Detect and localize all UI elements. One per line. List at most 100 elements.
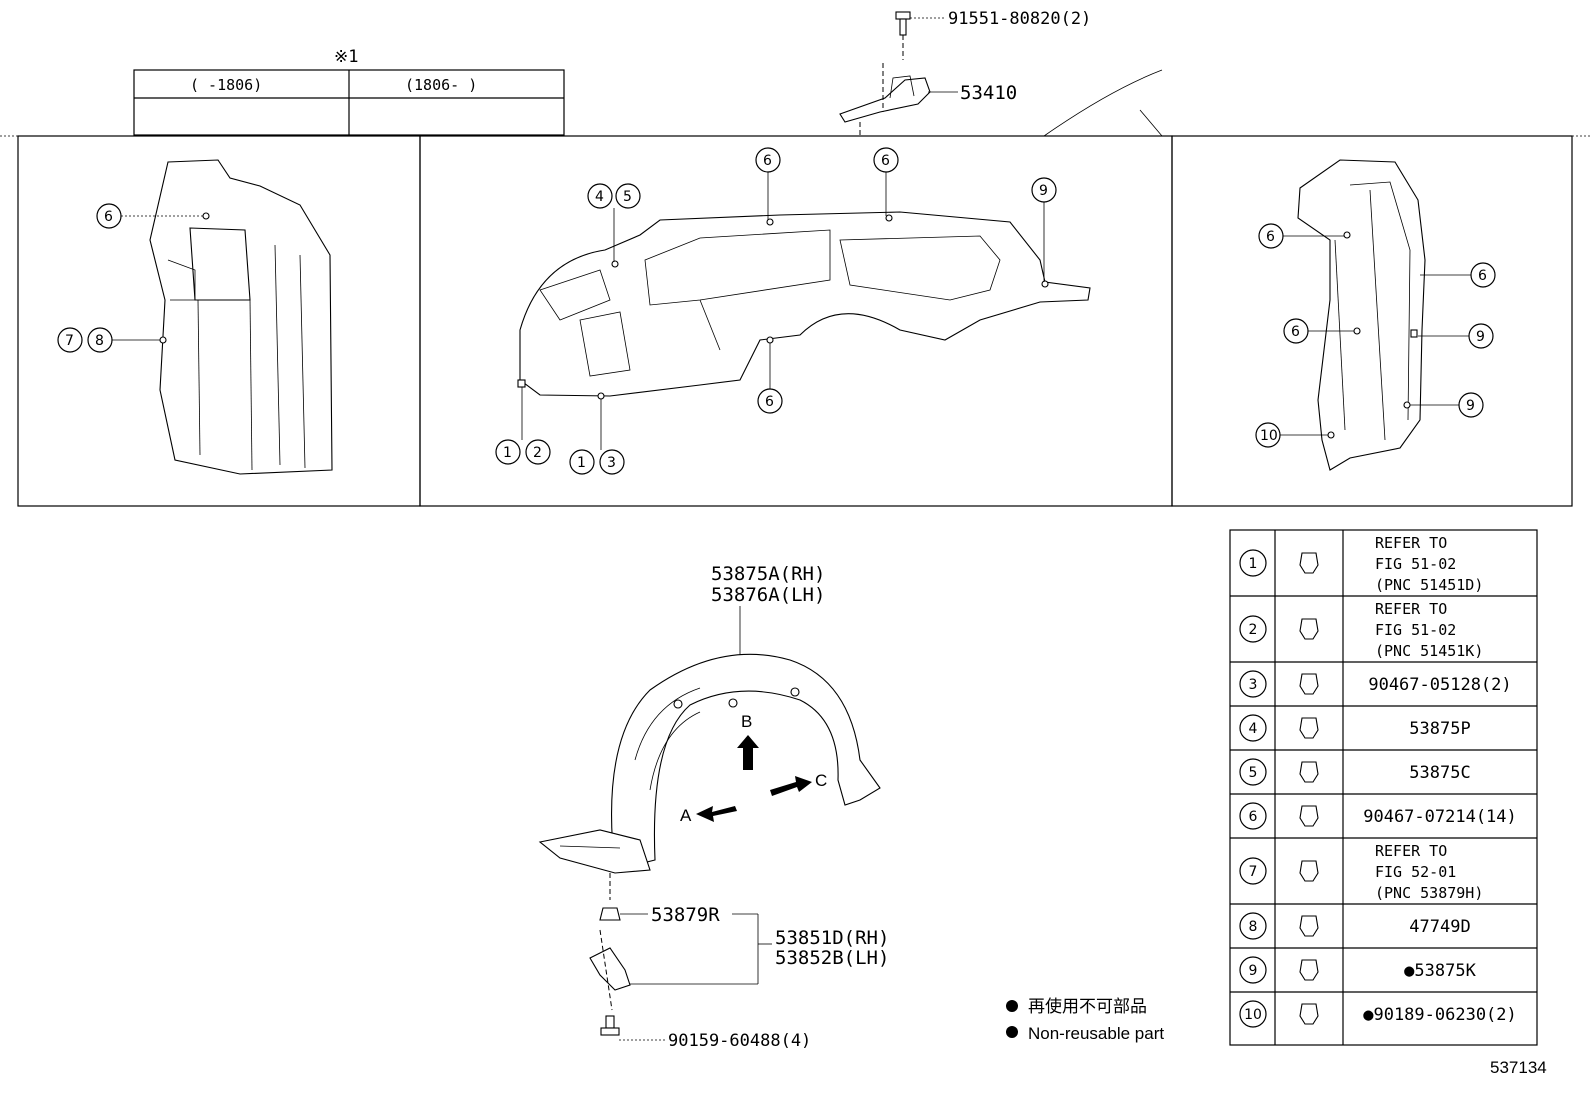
liner-rh-part-number: 53875A(RH)	[711, 563, 825, 585]
row-number: 8	[1249, 919, 1258, 935]
callouts-right-panel: 6 6 6 9 9 10	[1255, 223, 1496, 448]
svg-text:6: 6	[104, 209, 113, 225]
svg-text:9: 9	[1466, 398, 1475, 414]
liner-front-view-right	[1297, 159, 1426, 471]
fastener-icon	[1299, 1003, 1319, 1025]
row-part-text: 90467-07214(14)	[1363, 807, 1517, 827]
svg-text:1: 1	[503, 445, 512, 461]
svg-text:6: 6	[763, 153, 772, 169]
liner-lh-part-number: 53876A(LH)	[711, 584, 825, 606]
row-part-text: FIG 51-02	[1375, 555, 1456, 573]
svg-text:2: 2	[533, 445, 542, 461]
range-header-table: ※1 ( -1806) (1806- )	[133, 47, 565, 136]
fastener-icon	[1299, 618, 1319, 640]
row-number: 1	[1249, 556, 1258, 572]
row-part-text: 53875C	[1409, 763, 1470, 783]
row-number-circle	[1239, 956, 1267, 984]
direction-arrows: B C A	[680, 712, 827, 825]
screw-part-number: 90159-60488(4)	[668, 1031, 811, 1051]
svg-text:3: 3	[607, 455, 616, 471]
svg-text:6: 6	[1266, 229, 1275, 245]
table-row: 6 90467-07214(14)	[1230, 793, 1537, 830]
svg-text:6: 6	[765, 394, 774, 410]
table-row: 4 53875P	[1230, 705, 1537, 742]
row-number-circle	[1239, 912, 1267, 940]
bracket-rh-part-number: 53851D(RH)	[775, 927, 889, 949]
fastener-icon	[1299, 761, 1319, 783]
row-number-circle	[1239, 549, 1267, 577]
fender-liner-part-label: 53875A(RH) 53876A(LH)	[711, 563, 825, 655]
screw-90159: 90159-60488(4)	[600, 1015, 811, 1051]
fastener-icon	[1299, 552, 1319, 574]
view-panels	[17, 135, 1573, 507]
row-number: 6	[1249, 809, 1258, 825]
svg-text:6: 6	[881, 153, 890, 169]
bolt-91551: 91551-80820(2)	[895, 9, 1091, 60]
fastener-icon	[1299, 805, 1319, 827]
arrow-c-label: C	[815, 771, 827, 790]
row-part-text: (PNC 51451K)	[1375, 642, 1483, 660]
liner-side-view-left	[149, 159, 333, 475]
table-row: 10●90189-06230(2)	[1230, 991, 1537, 1028]
row-part-text: 47749D	[1409, 917, 1470, 937]
row-part-text: 53875P	[1409, 719, 1470, 739]
non-reusable-legend: 再使用不可部品 Non-reusable part	[1006, 996, 1164, 1043]
row-number-circle	[1239, 615, 1267, 643]
range-before-label: ( -1806)	[190, 76, 262, 94]
row-number-circle	[1239, 802, 1267, 830]
fastener-icon	[1299, 717, 1319, 739]
fastener-icon	[1299, 673, 1319, 695]
bolt-part-number: 91551-80820(2)	[948, 9, 1091, 29]
fender-liner-main	[538, 653, 881, 900]
svg-text:8: 8	[95, 333, 104, 349]
figure-id: 537134	[1490, 1058, 1547, 1077]
row-number-circle	[1239, 714, 1267, 742]
row-number: 9	[1249, 963, 1258, 979]
row-number-circle	[1239, 758, 1267, 786]
row-part-text: REFER TO	[1375, 842, 1447, 860]
liner-plan-view-center	[517, 211, 1091, 400]
row-part-text: FIG 51-02	[1375, 621, 1456, 639]
svg-text:6: 6	[1478, 268, 1487, 284]
row-part-text: FIG 52-01	[1375, 863, 1456, 881]
arrow-b-label: B	[741, 712, 752, 731]
row-part-text: (PNC 51451D)	[1375, 576, 1483, 594]
range-after-label: (1806- )	[405, 76, 477, 94]
svg-text:6: 6	[1291, 324, 1300, 340]
svg-text:5: 5	[623, 189, 632, 205]
row-part-text: ●53875K	[1404, 961, 1476, 981]
nut-53879R: 53879R	[599, 904, 759, 984]
row-part-text: ●90189-06230(2)	[1363, 1005, 1517, 1025]
body-arc	[1043, 69, 1163, 137]
legend-note-jp: 再使用不可部品	[1028, 996, 1147, 1016]
fastener-icon	[1299, 860, 1319, 882]
svg-text:9: 9	[1476, 329, 1485, 345]
row-part-text: REFER TO	[1375, 534, 1447, 552]
svg-text:10: 10	[1260, 428, 1278, 444]
callouts-left-panel: 6 7 8	[57, 203, 203, 353]
row-number-circle	[1239, 857, 1267, 885]
note-mark: ※1	[334, 47, 358, 67]
row-part-text: REFER TO	[1375, 600, 1447, 618]
row-number: 4	[1249, 721, 1258, 737]
bracket-part-number: 53410	[960, 82, 1017, 104]
fastener-icon	[1299, 959, 1319, 981]
arrow-a-label: A	[680, 806, 692, 825]
table-row: 8 47749D	[1230, 903, 1537, 940]
row-part-text: 90467-05128(2)	[1368, 675, 1511, 695]
legend-note-en: Non-reusable part	[1028, 1024, 1164, 1043]
bracket-53410: 53410	[839, 63, 1017, 136]
row-number-circle	[1239, 1000, 1267, 1028]
svg-text:1: 1	[577, 455, 586, 471]
row-part-text: (PNC 53879H)	[1375, 884, 1483, 902]
callouts-center-panel: 4 5 6 6 9 6 1 2 1 3	[495, 147, 1057, 475]
svg-text:7: 7	[65, 333, 74, 349]
table-row: 1 REFER TO FIG 51-02 (PNC 51451D)	[1239, 534, 1483, 594]
bracket-53851D: 53851D(RH) 53852B(LH)	[589, 927, 889, 1011]
